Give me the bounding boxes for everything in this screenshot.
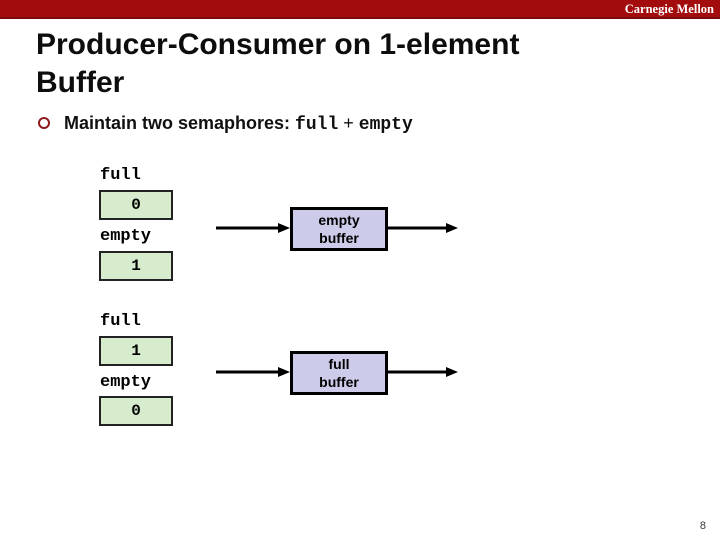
sem-value-box-empty-2: 0 — [99, 396, 173, 426]
sem-label-empty-2: empty — [100, 373, 152, 392]
bullet-sem-empty: empty — [358, 115, 413, 135]
buffer-label-line2: buffer — [319, 230, 359, 246]
page-title-line2: Buffer — [36, 66, 125, 99]
producer-arrow-icon-1 — [216, 223, 290, 233]
buffer-label-line1: empty — [318, 212, 360, 228]
bullet-prefix: Maintain two semaphores: — [64, 113, 296, 133]
sem-value-box-full-2: 1 — [99, 336, 173, 366]
bullet-text: Maintain two semaphores: full + empty — [64, 111, 413, 137]
sem-label-full-2: full — [100, 312, 141, 331]
page-title-line1: Producer-Consumer on 1-element — [36, 28, 520, 61]
bullet-item: Maintain two semaphores: full + empty — [38, 111, 413, 137]
consumer-arrow-icon-2 — [388, 367, 458, 377]
consumer-arrow-icon-1 — [388, 223, 458, 233]
sem-value-box-empty-1: 1 — [99, 251, 173, 281]
sem-value-box-full-1: 0 — [99, 190, 173, 220]
sem-value-full-2: 1 — [131, 342, 141, 360]
header-bar: Carnegie Mellon — [0, 0, 720, 19]
sem-label-full-1: full — [100, 166, 141, 185]
bullet-sem-full: full — [295, 115, 339, 135]
sem-value-empty-1: 1 — [131, 257, 141, 275]
sem-value-empty-2: 0 — [131, 402, 141, 420]
page-number: 8 — [699, 520, 706, 532]
bullet-circle-icon — [38, 117, 50, 129]
sem-value-full-1: 0 — [131, 196, 141, 214]
buffer-label-line1: full — [328, 356, 350, 372]
buffer-box-full: full buffer — [290, 351, 388, 395]
producer-arrow-icon-2 — [216, 367, 290, 377]
brand-text: Carnegie Mellon — [624, 2, 714, 16]
buffer-label-line2: buffer — [319, 374, 359, 390]
page-title: Producer-Consumer on 1-element Buffer — [36, 26, 636, 102]
bullet-joiner: + — [338, 113, 359, 133]
buffer-box-empty: empty buffer — [290, 207, 388, 251]
sem-label-empty-1: empty — [100, 227, 152, 246]
